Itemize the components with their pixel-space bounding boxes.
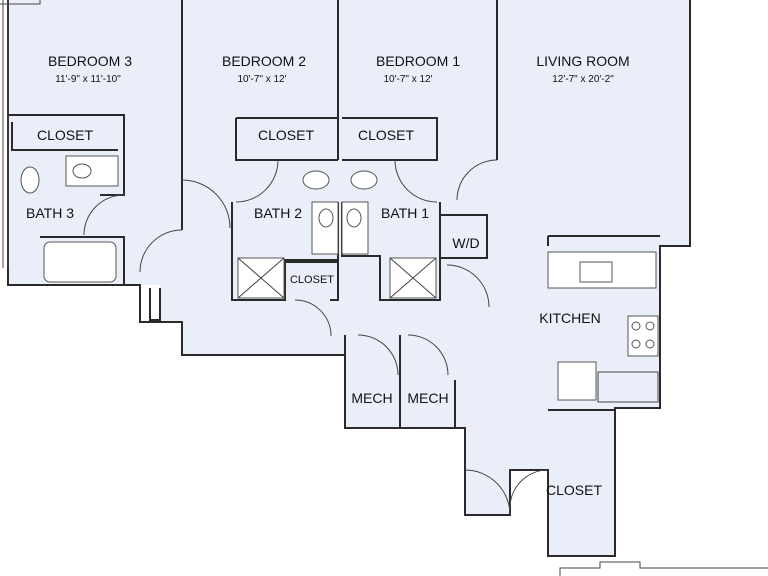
fridge-icon bbox=[557, 361, 597, 401]
floor-area bbox=[8, 0, 690, 556]
room-label-closet-b2: CLOSET bbox=[258, 127, 314, 143]
closet-b1 bbox=[342, 117, 438, 161]
room-label-mech2: MECH bbox=[407, 390, 448, 406]
room-label-bath1: BATH 1 bbox=[381, 205, 429, 221]
door-entry bbox=[464, 469, 511, 516]
bath3-wall bbox=[40, 236, 125, 285]
room-dim-bedroom1: 10'-7" x 12' bbox=[383, 74, 432, 85]
kitchen-sink-icon bbox=[579, 261, 613, 283]
sink-b3-icon bbox=[72, 163, 92, 179]
room-dim-living: 12'-7" x 20'-2" bbox=[552, 74, 614, 85]
door-mech2 bbox=[407, 334, 449, 376]
site-edge bbox=[559, 561, 768, 576]
door-bath2 bbox=[235, 159, 279, 203]
room-label-bath2: BATH 2 bbox=[254, 205, 302, 221]
sink-b2-icon bbox=[318, 208, 334, 228]
toilet-b3-icon bbox=[20, 166, 40, 194]
range-icon bbox=[627, 315, 659, 357]
exterior-wall bbox=[7, 0, 691, 557]
room-dim-bedroom3: 11'-9" x 11'-10" bbox=[55, 74, 121, 85]
counter-lower-icon bbox=[597, 371, 659, 403]
kitchen-wall bbox=[547, 235, 660, 246]
door-bed1 bbox=[456, 159, 498, 201]
burner-icon bbox=[631, 339, 641, 349]
room-label-bedroom3: BEDROOM 3 bbox=[48, 53, 132, 69]
burner-icon bbox=[645, 339, 655, 349]
room-label-bath3: BATH 3 bbox=[26, 205, 74, 221]
entry-stub bbox=[149, 288, 161, 321]
room-label-kitchen: KITCHEN bbox=[539, 310, 600, 326]
closet-b3-front bbox=[11, 122, 118, 151]
door-closet-hall bbox=[294, 299, 332, 337]
room-label-wd: W/D bbox=[452, 235, 479, 251]
door-mech1 bbox=[357, 334, 399, 376]
room-label-closet-b1: CLOSET bbox=[358, 127, 414, 143]
door-entry-closet bbox=[509, 469, 549, 509]
sink-b1-icon bbox=[346, 208, 362, 228]
room-label-bedroom1: BEDROOM 1 bbox=[376, 53, 460, 69]
toilet-b2-icon bbox=[302, 170, 330, 190]
toilet-b1-icon bbox=[350, 170, 378, 190]
burner-icon bbox=[631, 321, 641, 331]
door-bath3 bbox=[83, 194, 125, 236]
window bbox=[2, 0, 9, 268]
room-label-closet-b3: CLOSET bbox=[37, 127, 93, 143]
door-wd bbox=[446, 264, 490, 308]
burner-icon bbox=[645, 321, 655, 331]
door-bath1 bbox=[394, 159, 438, 203]
window-top bbox=[0, 0, 41, 5]
door-bed3 bbox=[139, 229, 183, 273]
mech-walls bbox=[344, 335, 456, 428]
closet-b2 bbox=[235, 117, 338, 161]
room-label-closet-entry: CLOSET bbox=[546, 482, 602, 498]
bathtub-icon bbox=[43, 241, 117, 283]
shower-b1-diagonal bbox=[389, 257, 437, 299]
partition-bed3-closet bbox=[8, 114, 125, 196]
room-label-living: LIVING ROOM bbox=[536, 53, 629, 69]
closet-hall bbox=[284, 261, 339, 301]
door-bed2 bbox=[181, 179, 231, 229]
bath1-wall bbox=[439, 214, 488, 259]
room-label-bedroom2: BEDROOM 2 bbox=[222, 53, 306, 69]
room-label-mech1: MECH bbox=[351, 390, 392, 406]
shower-b2-diagonal bbox=[237, 257, 285, 299]
room-dim-bedroom2: 10'-7" x 12' bbox=[237, 74, 286, 85]
room-label-closet-hall: CLOSET bbox=[290, 274, 334, 286]
